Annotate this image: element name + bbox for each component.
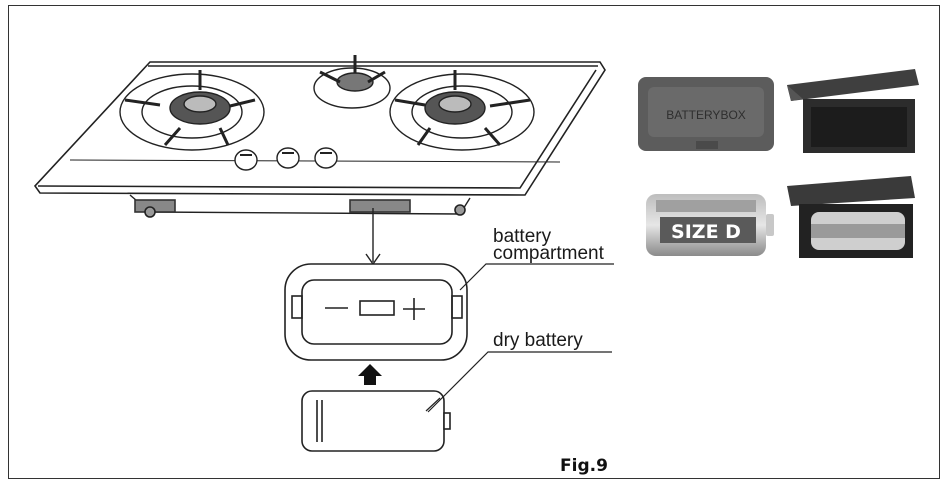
battery-size-text: SIZE D — [671, 221, 741, 243]
d-cell-battery — [301, 390, 451, 452]
label-compartment-line2: compartment — [493, 243, 604, 264]
figure-caption: Fig.9 — [560, 456, 608, 476]
battery-compartment — [284, 263, 468, 361]
down-arrow-icon — [365, 208, 381, 266]
photo-battery-box-closed: BATTERYBOX — [638, 77, 774, 151]
compartment-leader — [459, 263, 614, 291]
burner-left — [119, 70, 265, 151]
burner-right — [389, 70, 535, 151]
box-lid-text: BATTERYBOX — [666, 108, 746, 122]
label-battery-line1: battery — [493, 226, 552, 247]
up-arrow-icon — [358, 364, 382, 385]
battery-leader — [427, 351, 612, 413]
photo-d-battery: SIZE D — [646, 194, 774, 256]
figure-frame — [8, 5, 940, 479]
knob-icon — [314, 147, 338, 169]
knob-icon — [276, 147, 300, 169]
photo-battery-box-open — [787, 69, 919, 153]
label-dry-battery: dry battery — [493, 330, 583, 351]
photo-battery-box-loaded — [787, 176, 915, 258]
knob-icon — [234, 149, 258, 171]
burner-center — [313, 55, 391, 109]
knobs — [234, 147, 338, 171]
